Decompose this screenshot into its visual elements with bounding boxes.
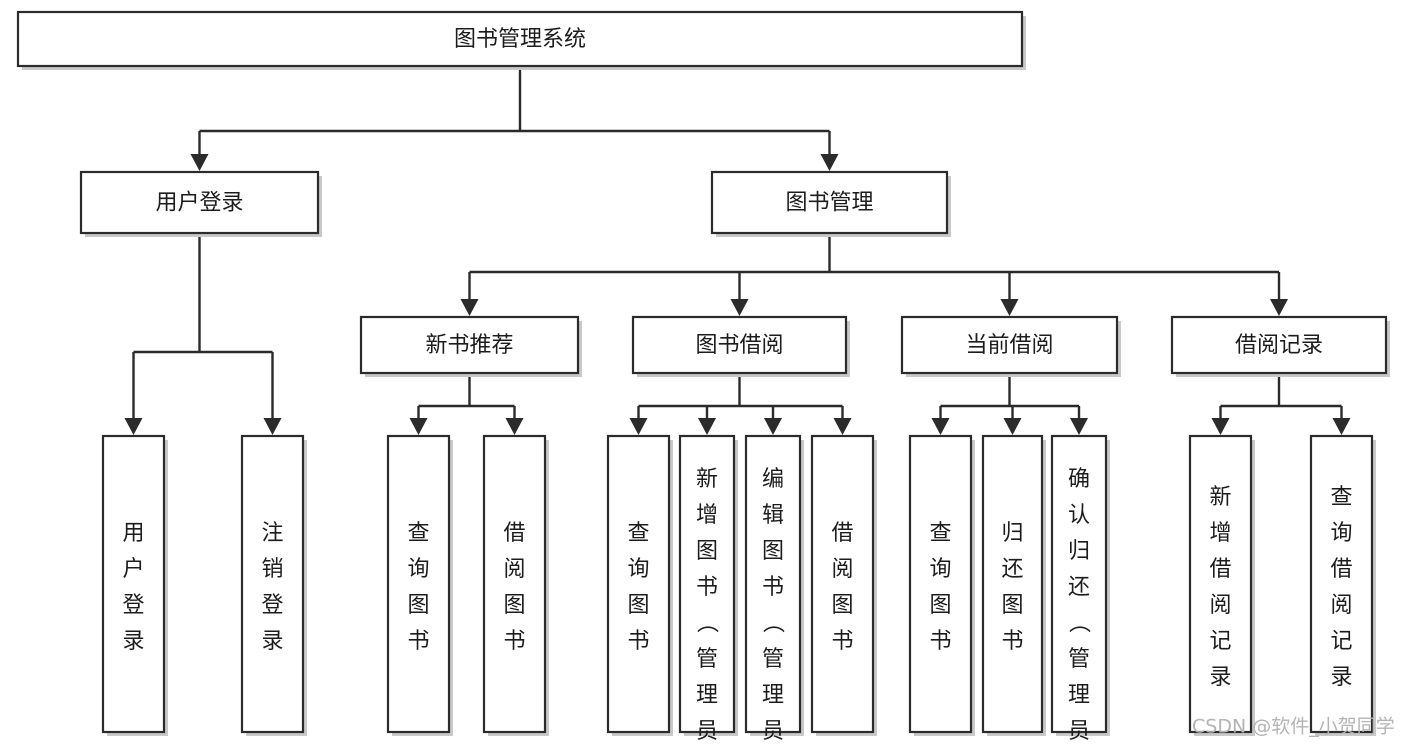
node-leaf-bb-borrow[interactable]: 借阅图书 <box>810 434 877 736</box>
arrow-book-borrow-0 <box>629 418 648 435</box>
node-box <box>16 10 1024 68</box>
arrow-new-book-1 <box>505 418 524 435</box>
node-label: 查询图书 <box>929 521 951 654</box>
node-leaf-user-login[interactable]: 用户登录 <box>101 434 168 736</box>
node-label: 用户登录 <box>122 521 144 654</box>
node-new-book-rec[interactable]: 新书推荐 <box>359 315 582 377</box>
node-box <box>386 434 451 734</box>
node-label: 归还图书 <box>1001 521 1023 654</box>
node-label: 借阅记录 <box>1235 333 1323 358</box>
node-label: 当前借阅 <box>965 333 1053 358</box>
node-label: 查询借阅记录 <box>1330 485 1352 690</box>
node-book-manage[interactable]: 图书管理 <box>710 170 951 237</box>
node-label: 新增借阅记录 <box>1209 485 1231 690</box>
node-box <box>908 434 973 734</box>
node-label: 确认归还（管理员） <box>1068 467 1091 747</box>
node-label: 查询图书 <box>627 521 649 654</box>
arrow-book-borrow-3 <box>833 418 852 435</box>
node-leaf-cb-return[interactable]: 归还图书 <box>981 434 1046 736</box>
node-label: 借阅图书 <box>831 521 853 654</box>
node-label: 用户登录 <box>155 191 243 216</box>
arrow-book-borrow-1 <box>698 418 716 435</box>
node-label: 编辑图书（管理员） <box>762 467 785 747</box>
node-box <box>981 434 1044 734</box>
node-label: 图书借阅 <box>695 333 783 358</box>
node-user-login[interactable]: 用户登录 <box>79 170 322 237</box>
arrow-book-manage-2 <box>1000 299 1019 316</box>
arrow-book-borrow-2 <box>764 418 782 435</box>
arrow-current-borrow-0 <box>931 418 950 435</box>
node-root[interactable]: 图书管理系统 <box>16 10 1026 70</box>
node-leaf-nb-query[interactable]: 查询图书 <box>386 434 453 736</box>
node-leaf-cb-confirm[interactable]: 确认归还（管理员） <box>1050 434 1110 747</box>
arrow-user-login-1 <box>263 418 282 435</box>
node-box <box>1170 315 1388 375</box>
arrow-book-manage-3 <box>1270 299 1288 316</box>
node-box <box>1188 434 1253 734</box>
node-label: 图书管理系统 <box>454 27 586 52</box>
node-box <box>631 315 848 375</box>
node-leaf-bb-query[interactable]: 查询图书 <box>606 434 673 736</box>
node-box <box>240 434 305 734</box>
node-leaf-nb-borrow[interactable]: 借阅图书 <box>482 434 549 736</box>
csdn-watermark: CSDN @软件_小贺同学 <box>1192 716 1395 738</box>
arrow-current-borrow-2 <box>1070 418 1088 435</box>
node-box <box>810 434 875 734</box>
arrow-book-manage-1 <box>730 299 749 316</box>
node-box <box>1309 434 1374 734</box>
node-box <box>606 434 671 734</box>
arrow-current-borrow-1 <box>1003 418 1022 435</box>
arrow-new-book-0 <box>409 418 428 435</box>
node-box <box>482 434 547 734</box>
node-label: 新书推荐 <box>425 333 513 358</box>
node-box <box>744 434 802 734</box>
node-box <box>900 315 1119 375</box>
node-box <box>101 434 166 734</box>
node-label: 借阅图书 <box>503 521 525 654</box>
arrow-user-login-0 <box>124 418 143 435</box>
node-current-borrow[interactable]: 当前借阅 <box>900 315 1121 377</box>
arrow-borrow-records-1 <box>1332 418 1351 435</box>
node-leaf-bb-add[interactable]: 新增图书（管理员） <box>678 434 738 747</box>
node-borrow-records[interactable]: 借阅记录 <box>1170 315 1390 377</box>
nodes-layer: 图书管理系统用户登录图书管理新书推荐图书借阅当前借阅借阅记录用户登录注销登录查询… <box>16 10 1390 747</box>
arrow-root-1 <box>820 154 839 171</box>
node-label: 新增图书（管理员） <box>696 467 719 747</box>
node-leaf-cb-query[interactable]: 查询图书 <box>908 434 975 736</box>
node-leaf-br-add[interactable]: 新增借阅记录 <box>1188 434 1255 736</box>
connectors-layer <box>124 66 1351 435</box>
node-box <box>1050 434 1108 734</box>
node-label: 注销登录 <box>261 521 283 654</box>
node-leaf-br-query[interactable]: 查询借阅记录 <box>1309 434 1376 736</box>
node-box <box>359 315 580 375</box>
node-leaf-logout[interactable]: 注销登录 <box>240 434 307 736</box>
node-box <box>79 170 320 235</box>
arrow-book-manage-0 <box>460 299 479 316</box>
watermark-layer: CSDN @软件_小贺同学 <box>1192 716 1395 738</box>
node-leaf-bb-edit[interactable]: 编辑图书（管理员） <box>744 434 804 747</box>
arrow-borrow-records-0 <box>1211 418 1230 435</box>
node-label: 查询图书 <box>407 521 429 654</box>
node-box <box>678 434 736 734</box>
arrow-root-0 <box>190 154 209 171</box>
node-box <box>710 170 949 235</box>
node-label: 图书管理 <box>785 191 873 216</box>
node-book-borrow[interactable]: 图书借阅 <box>631 315 850 377</box>
